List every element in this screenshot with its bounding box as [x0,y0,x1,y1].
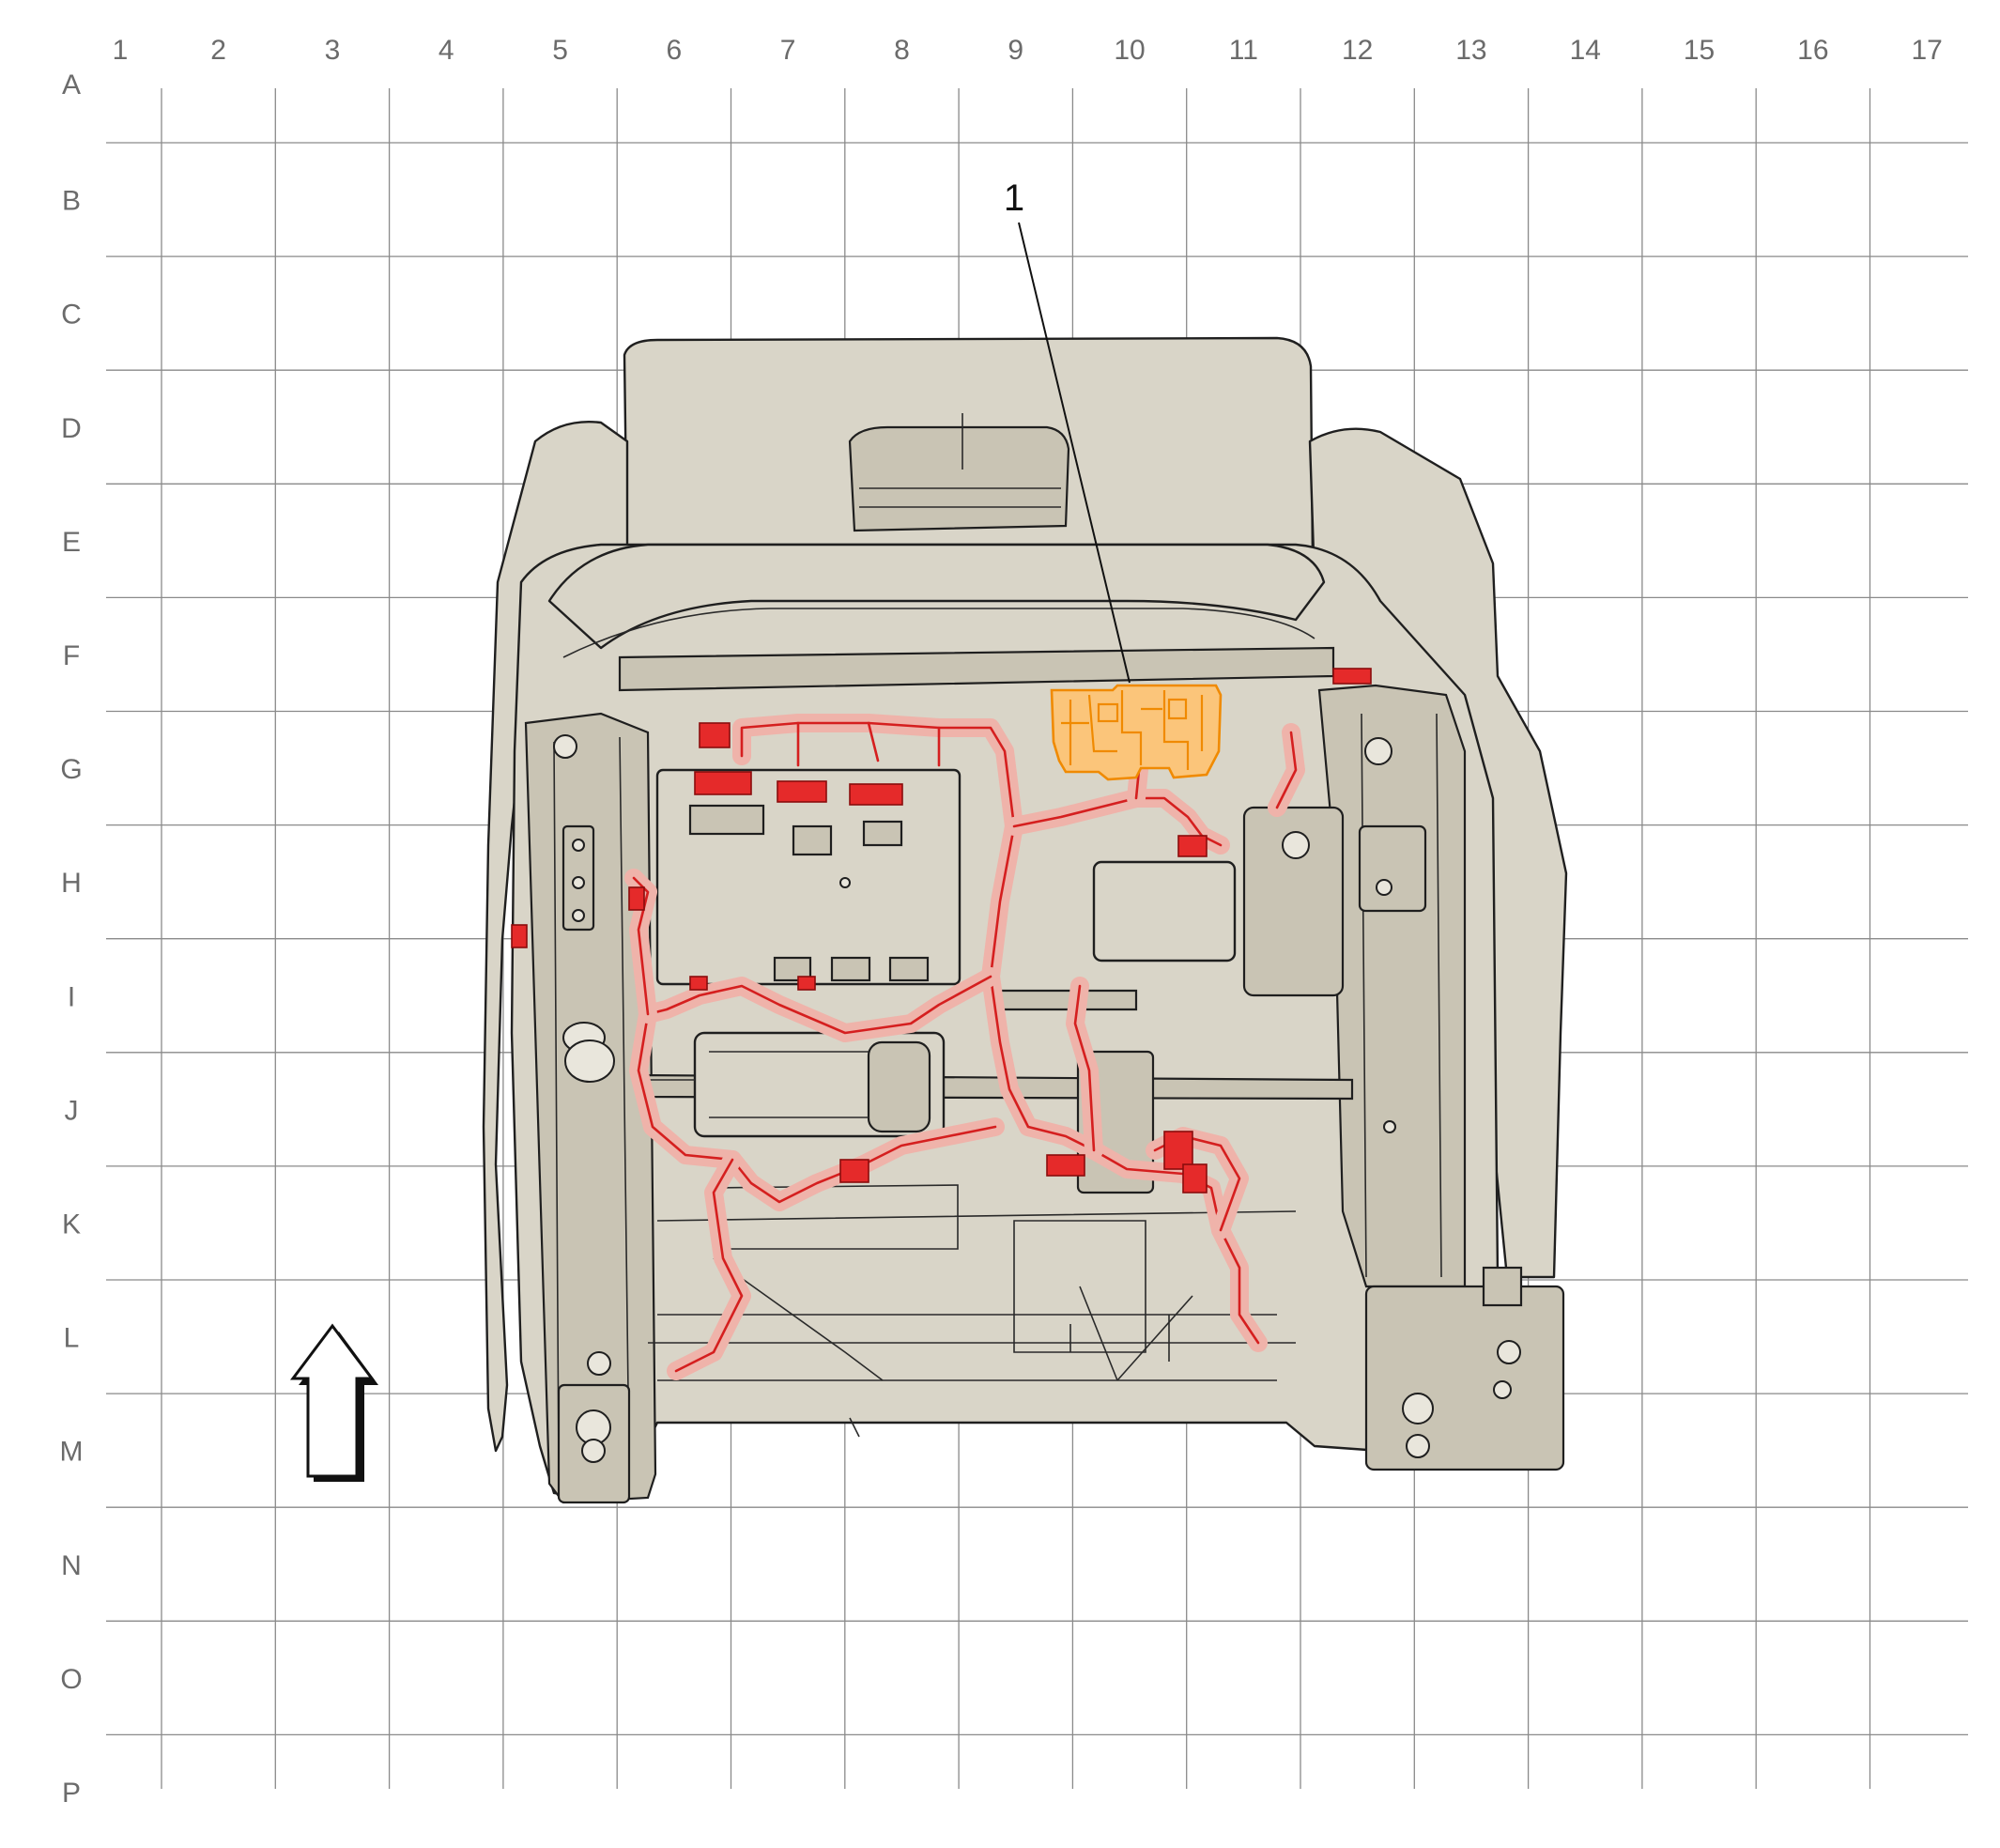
grid-column-label: 17 [1911,35,1942,66]
grid-column-label: 5 [552,35,568,66]
harness-connector [777,780,827,803]
harness-connector [628,886,645,911]
grid-column-label: 9 [1008,35,1023,66]
harness-connector [511,924,528,948]
grid-row-label: D [61,413,82,444]
grid-row-label: C [61,300,82,331]
grid-row-label: I [68,981,75,1012]
front-roll [547,543,1326,650]
grid-column-label: 12 [1342,35,1373,66]
grid-column-label: 11 [1229,35,1258,66]
grid-column-label: 2 [210,35,226,66]
grid-row-label: M [60,1437,84,1468]
harness-connector [1046,1154,1085,1177]
harness-connector [1177,835,1208,857]
grid-column-label: 16 [1797,35,1828,66]
harness-connector [849,783,903,806]
grid-row-label: B [62,186,81,217]
harness-connector [1163,1131,1193,1170]
grid-row-label: G [60,754,82,785]
harness-connector [839,1159,869,1183]
callout-leader-1 [1018,222,1131,684]
grid-row-labels: A B C D E F G H I J K L M N O P [60,69,84,1809]
harness-connector [1332,668,1372,685]
wiring-harness [511,668,1372,1380]
grid-row-label: K [62,1209,81,1240]
grid-column-label: 10 [1114,35,1145,66]
seat-motor [638,1031,946,1138]
callout-label-1: 1 [1004,177,1024,219]
harness-connector [1182,1163,1208,1194]
grid-row-label: P [62,1778,81,1809]
grid-row-label: J [65,1095,79,1126]
seat-control-module [655,768,962,986]
grid-row-label: E [62,527,81,558]
grid-row-label: A [62,69,81,100]
grid-column-label: 6 [667,35,683,66]
grid-column-label: 8 [894,35,910,66]
grid-column-label: 13 [1455,35,1486,66]
grid-column-label: 1 [113,35,129,66]
harness-connector [699,722,731,748]
grid-row-label: H [61,868,82,899]
grid-row-label: F [63,640,80,671]
right-seat-rail [1317,684,1565,1471]
grid-column-label: 4 [438,35,454,66]
grid-column-label: 14 [1570,35,1601,66]
grid-row-label: O [60,1664,82,1695]
grid-column-label: 15 [1684,35,1715,66]
harness-connector [797,976,816,991]
left-seat-rail [524,712,657,1504]
harness-connector [694,771,752,795]
grid-row-label: N [61,1550,82,1581]
forward-direction-arrow-icon [290,1323,378,1482]
grid-row-label: L [64,1323,80,1354]
highlighted-component-1 [1050,684,1223,781]
grid-column-label: 7 [780,35,796,66]
grid-column-label: 3 [325,35,341,66]
harness-connector [689,976,708,991]
center-vent [848,425,1070,532]
